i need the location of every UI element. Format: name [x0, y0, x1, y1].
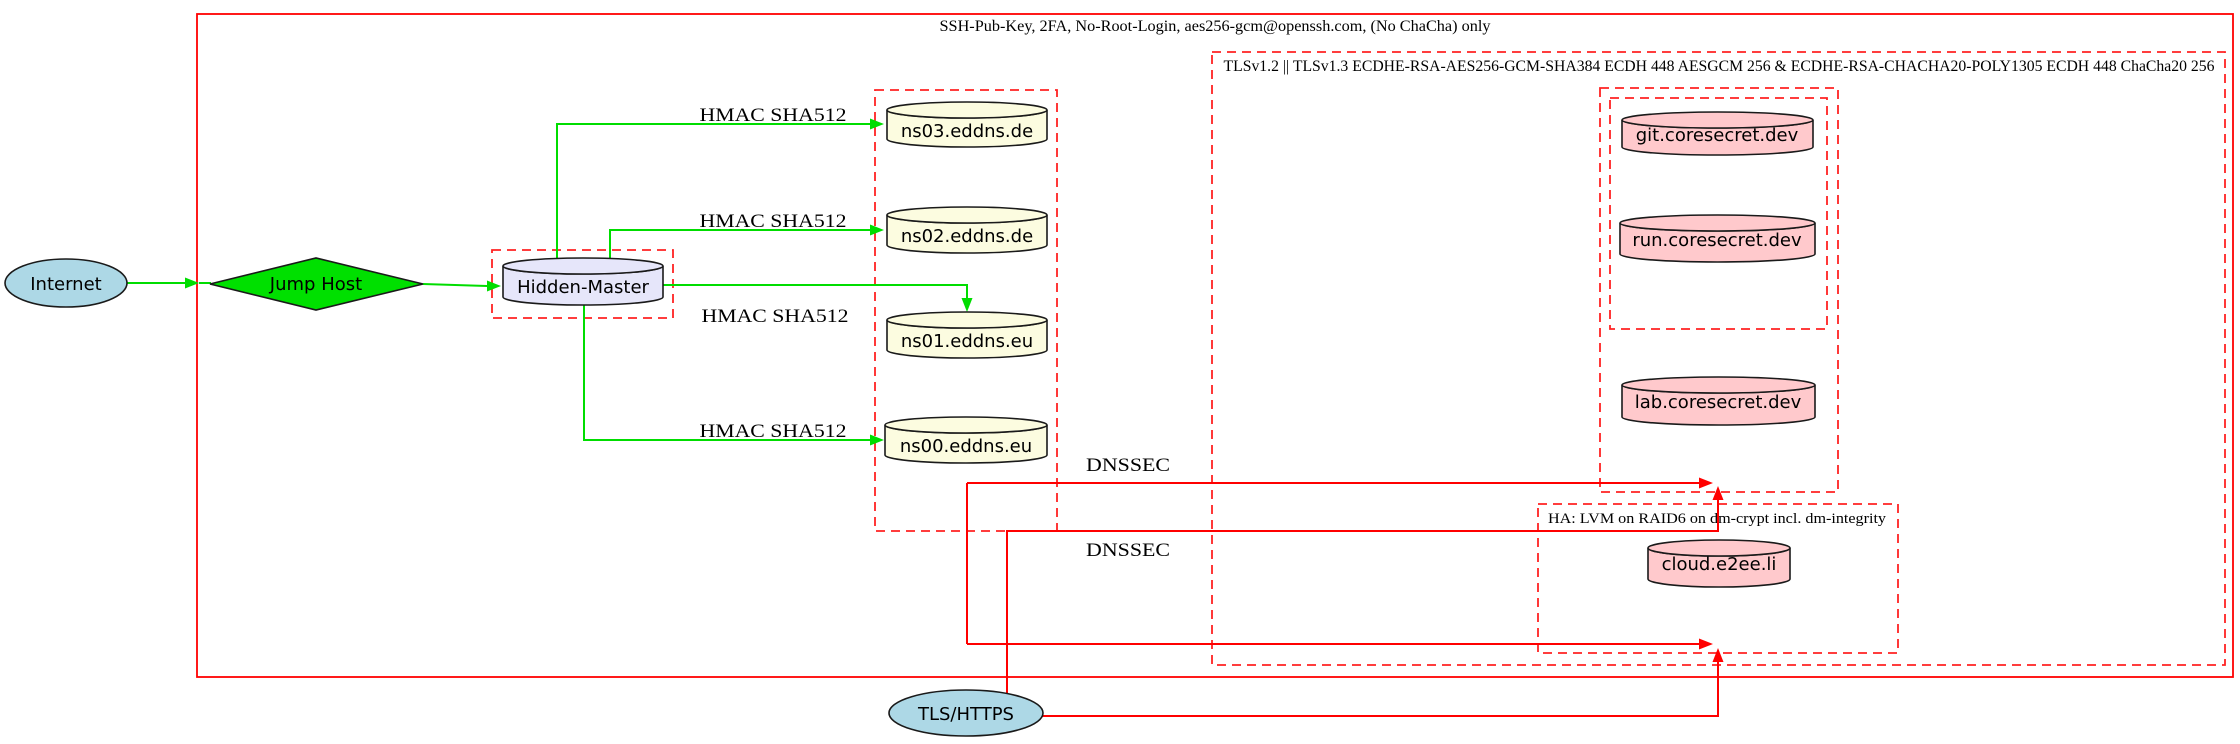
coresecret-outer-cluster-box [1599, 87, 1839, 493]
node-cloud: cloud.e2ee.li [1647, 539, 1791, 588]
node-internet-label: Internet [30, 274, 101, 295]
ssh-cluster-box [196, 13, 2234, 678]
node-lab-label: lab.coresecret.dev [1635, 392, 1802, 413]
node-hidden-master-label: Hidden-Master [517, 277, 649, 298]
edge-hmac-ns01 [663, 284, 973, 312]
node-jump-host-label: Jump Host [269, 274, 362, 295]
node-run-label: run.coresecret.dev [1632, 230, 1802, 251]
arrowhead [870, 118, 884, 130]
arrowhead [870, 434, 884, 446]
node-cloud-label: cloud.e2ee.li [1662, 554, 1777, 575]
arrowhead [1699, 638, 1713, 650]
node-ns03-label: ns03.eddns.de [901, 121, 1033, 142]
dnssec-label-upper: DNSSEC [1086, 455, 1170, 476]
ssh-cluster-label: SSH-Pub-Key, 2FA, No-Root-Login, aes256-… [940, 18, 1491, 35]
node-ns00: ns00.eddns.eu [884, 416, 1048, 464]
arrowhead [1712, 486, 1724, 500]
eddns-cluster-box [874, 89, 1058, 532]
hmac-label-ns03: HMAC SHA512 [700, 105, 847, 126]
hmac-label-ns00: HMAC SHA512 [700, 421, 847, 442]
node-tls-https: TLS/HTTPS [888, 689, 1044, 737]
arrowhead [487, 280, 501, 292]
node-tls-https-label: TLS/HTTPS [917, 704, 1014, 725]
node-internet: Internet [4, 258, 128, 308]
edge-dnssec-upper [966, 477, 1713, 644]
edge-hmac-ns02 [609, 224, 884, 258]
coresecret-inner-cluster-box [1609, 97, 1828, 330]
edge-hmac-ns00 [583, 305, 884, 446]
node-git: git.coresecret.dev [1621, 111, 1814, 156]
node-ns00-label: ns00.eddns.eu [900, 436, 1032, 457]
arrowhead [870, 224, 884, 236]
node-git-label: git.coresecret.dev [1636, 125, 1799, 146]
node-jump-host: Jump Host [209, 257, 424, 311]
node-hidden-master: Hidden-Master [502, 257, 664, 306]
dnssec-label-lower: DNSSEC [1086, 540, 1170, 561]
arrowhead [185, 277, 199, 289]
node-lab: lab.coresecret.dev [1621, 376, 1816, 426]
node-ns01: ns01.eddns.eu [886, 311, 1048, 359]
edge-internet-to-ssh-box [127, 277, 211, 289]
node-ns01-label: ns01.eddns.eu [901, 331, 1033, 352]
arrowhead [961, 298, 973, 312]
arrowhead [1699, 477, 1713, 489]
tls-cluster-label: TLSv1.2 || TLSv1.3 ECDHE-RSA-AES256-GCM-… [1224, 58, 2215, 75]
node-ns02-label: ns02.eddns.de [901, 226, 1033, 247]
edge-hmac-ns03 [556, 118, 884, 258]
edge-dnssec-lower [967, 638, 1713, 650]
node-run: run.coresecret.dev [1619, 214, 1816, 263]
edge-tls-to-ha [1042, 648, 1724, 717]
edge-tls-to-coresecret [1006, 486, 1724, 694]
hmac-label-ns02: HMAC SHA512 [700, 211, 847, 232]
hmac-label-ns01: HMAC SHA512 [702, 306, 849, 327]
edge-jumphost-to-hidden-master [422, 280, 501, 292]
node-ns03: ns03.eddns.de [886, 101, 1048, 148]
arrowhead [1712, 648, 1724, 662]
node-ns02: ns02.eddns.de [886, 206, 1048, 254]
